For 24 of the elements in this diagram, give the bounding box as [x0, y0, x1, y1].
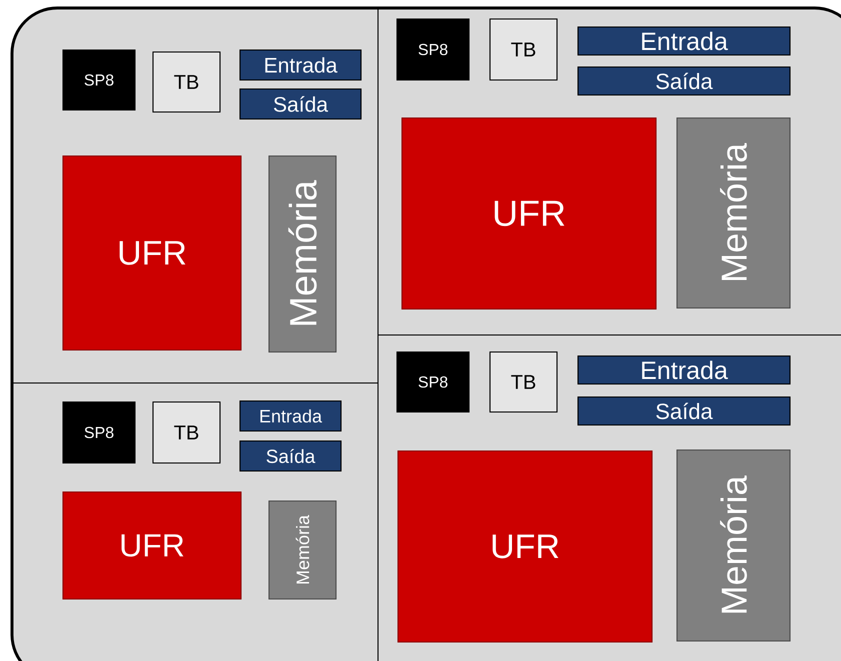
port-bar: Entrada [239, 49, 362, 81]
memory-bar: Memória [268, 155, 337, 353]
chip-box: SP8 [62, 401, 136, 464]
unit-box: UFR [397, 450, 653, 643]
memory-bar: Memória [676, 449, 791, 642]
chip-box: TB [489, 351, 558, 413]
port-bar: Entrada [239, 400, 342, 432]
port-bar: Entrada [577, 26, 791, 56]
chip-box: SP8 [396, 351, 470, 413]
memory-bar: Memória [676, 117, 791, 309]
port-bar: Saída [577, 66, 791, 96]
chip-box: SP8 [396, 18, 470, 81]
chip-box: TB [489, 18, 558, 81]
chip-box: SP8 [62, 49, 136, 111]
memory-bar: Memória [268, 500, 337, 600]
port-bar: Saída [239, 88, 362, 120]
chip-box: TB [152, 51, 221, 113]
unit-box: UFR [62, 155, 242, 351]
unit-box: UFR [62, 491, 242, 600]
port-bar: Saída [577, 396, 791, 426]
port-bar: Saída [239, 440, 342, 472]
port-bar: Entrada [577, 355, 791, 385]
chip-box: TB [152, 401, 221, 464]
unit-box: UFR [401, 117, 657, 310]
